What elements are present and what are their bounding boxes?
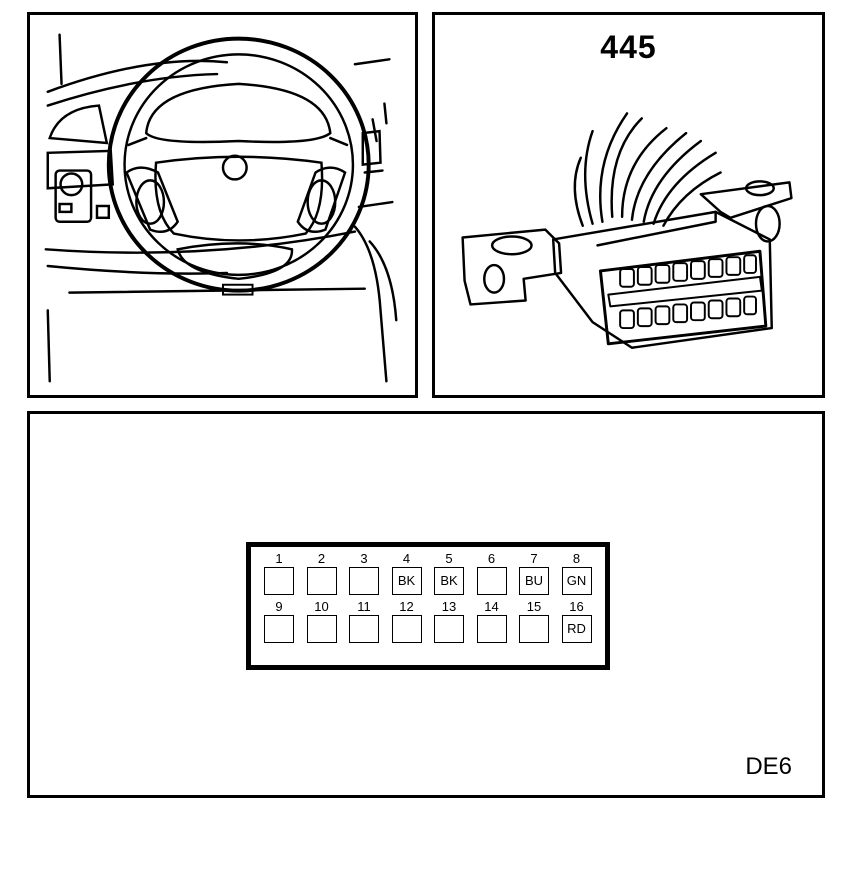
pin-wire-color (434, 615, 464, 643)
pin-wire-color (519, 615, 549, 643)
pin-6: 6 (476, 551, 508, 595)
pin-number: 10 (314, 599, 329, 614)
pin-number: 1 (275, 551, 283, 566)
pin-9: 9 (263, 599, 295, 643)
pin-number: 6 (487, 551, 496, 566)
pin-wire-color (476, 615, 507, 643)
pin-wire-color (264, 615, 294, 643)
pin-wire-color: BK (391, 567, 422, 595)
pin-wire-color (476, 567, 507, 595)
pin-wire-color (264, 567, 294, 595)
pin-wire-color: GN (561, 567, 592, 595)
pin-13: 13 (433, 599, 465, 643)
pin-number: 9 (275, 599, 283, 614)
connector-title: 445 (600, 29, 657, 65)
pin-number: 11 (357, 599, 371, 614)
pin-wire-color: BK (434, 567, 464, 595)
pin-number: 15 (526, 599, 542, 614)
pin-wire-color (349, 615, 379, 643)
pin-number: 14 (484, 599, 499, 614)
diagram-code: DE6 (745, 753, 792, 780)
pin-number: 13 (441, 599, 457, 614)
obd-connector-illustration (461, 112, 793, 349)
pin-wire-color (306, 615, 337, 643)
pin-2: 2 (306, 551, 338, 595)
pin-number: 12 (399, 599, 414, 614)
pin-14: 14 (476, 599, 508, 643)
connector-illustration-panel: 445 (432, 12, 825, 398)
pin-number: 4 (402, 551, 411, 566)
pin-number: 2 (317, 551, 326, 566)
pin-wire-color (391, 615, 422, 643)
pin-wire-color (349, 567, 379, 595)
pin-11: 11 (348, 599, 380, 643)
pin-wire-color: RD (561, 615, 592, 643)
pin-number: 7 (530, 551, 538, 566)
pin-15: 15 (518, 599, 550, 643)
pin-3: 3 (348, 551, 380, 595)
pin-1: 1 (263, 551, 295, 595)
pin-10: 10 (306, 599, 338, 643)
dashboard-illustration (44, 33, 398, 383)
pin-wire-color (306, 567, 337, 595)
pin-number: 16 (569, 599, 584, 614)
pin-number: 5 (445, 551, 453, 566)
pin-number: 3 (360, 551, 368, 566)
pin-wire-color: BU (519, 567, 549, 595)
dashboard-illustration-panel (27, 12, 418, 398)
pin-number: 8 (572, 551, 581, 566)
pin-12: 12 (391, 599, 423, 643)
